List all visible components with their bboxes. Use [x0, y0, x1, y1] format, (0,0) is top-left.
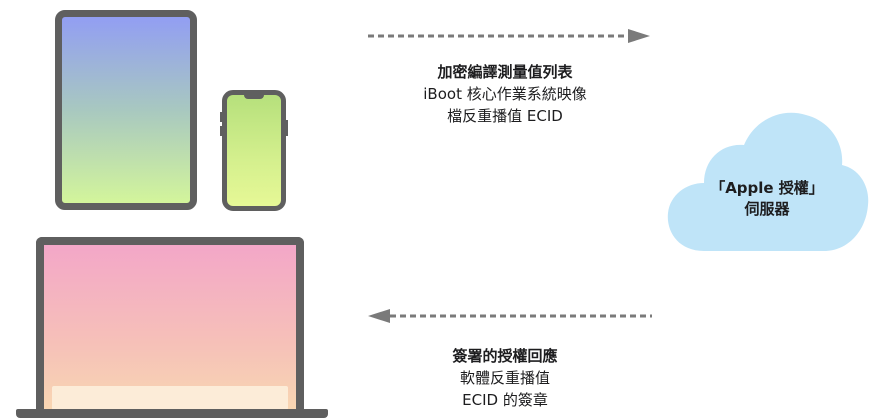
mac-base: [16, 409, 328, 418]
server-label-line-1: 「Apple 授權」: [710, 179, 824, 197]
request-arrow-head: [628, 29, 650, 43]
iphone-volume-button: [220, 126, 222, 136]
server-label-line-2: 伺服器: [744, 200, 790, 218]
cloud-shape: [667, 112, 869, 251]
iphone-volume-button: [220, 112, 222, 122]
iphone-device: [220, 90, 288, 211]
ipad-device: [55, 10, 197, 210]
request-arrow: [368, 29, 650, 43]
response-description: 簽署的授權回應 軟體反重播值 ECID 的簽章: [370, 345, 640, 411]
mac-display: [36, 237, 304, 412]
iphone-screen: [222, 90, 286, 211]
response-arrow-head: [368, 309, 390, 323]
server-label: 「Apple 授權」 伺服器: [672, 178, 862, 220]
response-line-3: ECID 的簽章: [462, 391, 548, 409]
response-line-2: 軟體反重播值: [459, 369, 550, 387]
ipad-screen: [55, 10, 197, 210]
response-title: 簽署的授權回應: [452, 347, 558, 365]
request-line-2: iBoot 核心作業系統映像: [423, 85, 587, 103]
request-line-3: 檔反重播值 ECID: [447, 107, 563, 125]
server-cloud-icon: [667, 112, 869, 251]
mac-dock: [52, 386, 288, 410]
iphone-notch: [244, 94, 264, 99]
request-description: 加密編譯測量值列表 iBoot 核心作業系統映像 檔反重播值 ECID: [370, 61, 640, 127]
request-title: 加密編譯測量值列表: [437, 63, 573, 81]
response-arrow: [368, 309, 652, 323]
iphone-power-button: [286, 120, 288, 136]
